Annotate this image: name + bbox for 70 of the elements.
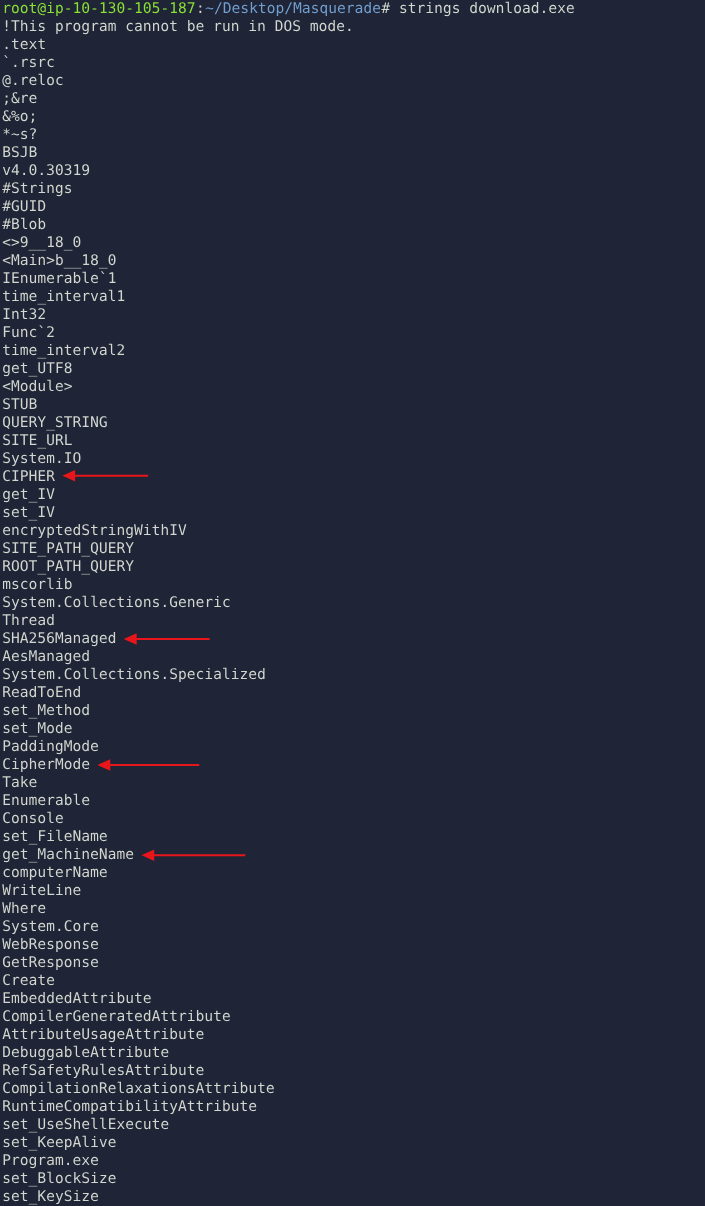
output-line: set_KeySize: [3, 1189, 98, 1205]
output-line: get_IV: [3, 488, 55, 503]
output-line: System.IO: [3, 452, 81, 467]
prompt-text: root@ip-10-130-105-187: [4, 1, 195, 17]
output-line: System.Collections.Specialized: [3, 667, 265, 682]
output-line: SITE_URL: [3, 434, 72, 449]
output-line: get_MachineName: [3, 847, 134, 863]
output-line: set_FileName: [3, 829, 107, 845]
output-line: ReadToEnd: [3, 685, 80, 698]
output-line: Program.exe: [3, 1154, 98, 1169]
output-line: <Main>b__18_0: [2, 253, 116, 269]
output-line: <>9__18_0: [2, 236, 81, 251]
output-line: set_IV: [3, 506, 55, 521]
output-line: System.Core: [3, 920, 98, 934]
output-line: IEnumerable`1: [3, 271, 116, 284]
output-line: <Module>: [2, 379, 72, 392]
output-line: get_UTF8: [3, 362, 72, 377]
output-line: CompilationRelaxationsAttribute: [3, 1081, 274, 1096]
output-line: set_UseShellExecute: [3, 1117, 169, 1133]
output-line: encryptedStringWithIV: [3, 523, 187, 539]
output-line: set_KeepAlive: [3, 1135, 116, 1151]
output-line: Take: [2, 775, 37, 788]
output-line: time_interval1: [3, 289, 125, 305]
output-line: @.reloc: [2, 73, 63, 88]
output-line: WebResponse: [2, 937, 98, 952]
output-line: STUB: [3, 398, 37, 410]
output-line: CompilerGeneratedAttribute: [3, 1009, 230, 1024]
output-line: &%o;: [2, 110, 34, 124]
output-line: PaddingMode: [3, 739, 98, 755]
output-line: GetResponse: [2, 956, 98, 970]
output-line: Func`2: [3, 325, 54, 338]
output-line: RefSafetyRulesAttribute: [3, 1063, 204, 1078]
output-line: RuntimeCompatibilityAttribute: [3, 1099, 257, 1114]
output-line: set_Mode: [3, 721, 72, 737]
output-line: QUERY_STRING: [3, 416, 107, 431]
output-line: set_BlockSize: [3, 1171, 116, 1187]
output-line: SITE_PATH_QUERY: [3, 542, 134, 557]
output-line: Where: [2, 901, 46, 914]
output-line: `.rsrc: [4, 55, 54, 68]
output-line: set_Method: [3, 703, 89, 719]
prompt-text: # strings download.exe: [381, 1, 574, 17]
output-line: Thread: [2, 613, 54, 626]
output-line: ;&re: [5, 92, 37, 106]
output-line: DebuggableAttribute: [3, 1045, 169, 1061]
output-line: Create: [3, 974, 55, 986]
output-line: #Blob: [2, 217, 46, 230]
output-line: !This program cannot be run in DOS mode.: [5, 19, 351, 35]
output-line: CipherMode: [3, 757, 90, 772]
output-line: Console: [3, 811, 63, 824]
output-line: Enumerable: [3, 793, 90, 806]
prompt-text: :: [199, 5, 202, 13]
prompt-text: ~/Desktop/Masquerade: [205, 1, 381, 17]
output-line: AesManaged: [2, 649, 89, 665]
output-line: ROOT_PATH_QUERY: [3, 560, 134, 575]
output-line: time_interval2: [3, 343, 124, 359]
output-line: Int32: [3, 308, 45, 320]
output-line: #GUID: [2, 200, 46, 212]
output-line: .text: [5, 38, 45, 50]
output-line: EmbeddedAttribute: [3, 991, 151, 1004]
output-line: System.Collections.Generic: [3, 595, 230, 611]
output-line: BSJB: [3, 146, 37, 158]
output-line: CIPHER: [3, 470, 55, 482]
output-line: computerName: [3, 866, 107, 880]
output-line: WriteLine: [2, 883, 81, 896]
output-line: mscorlib: [3, 577, 72, 590]
output-line: v4.0.30319: [2, 164, 90, 176]
output-line: SHA256Managed: [3, 631, 116, 647]
output-line: *~s?: [3, 128, 36, 140]
output-line: #Strings: [2, 181, 72, 197]
output-line: AttributeUsageAttribute: [2, 1027, 204, 1043]
